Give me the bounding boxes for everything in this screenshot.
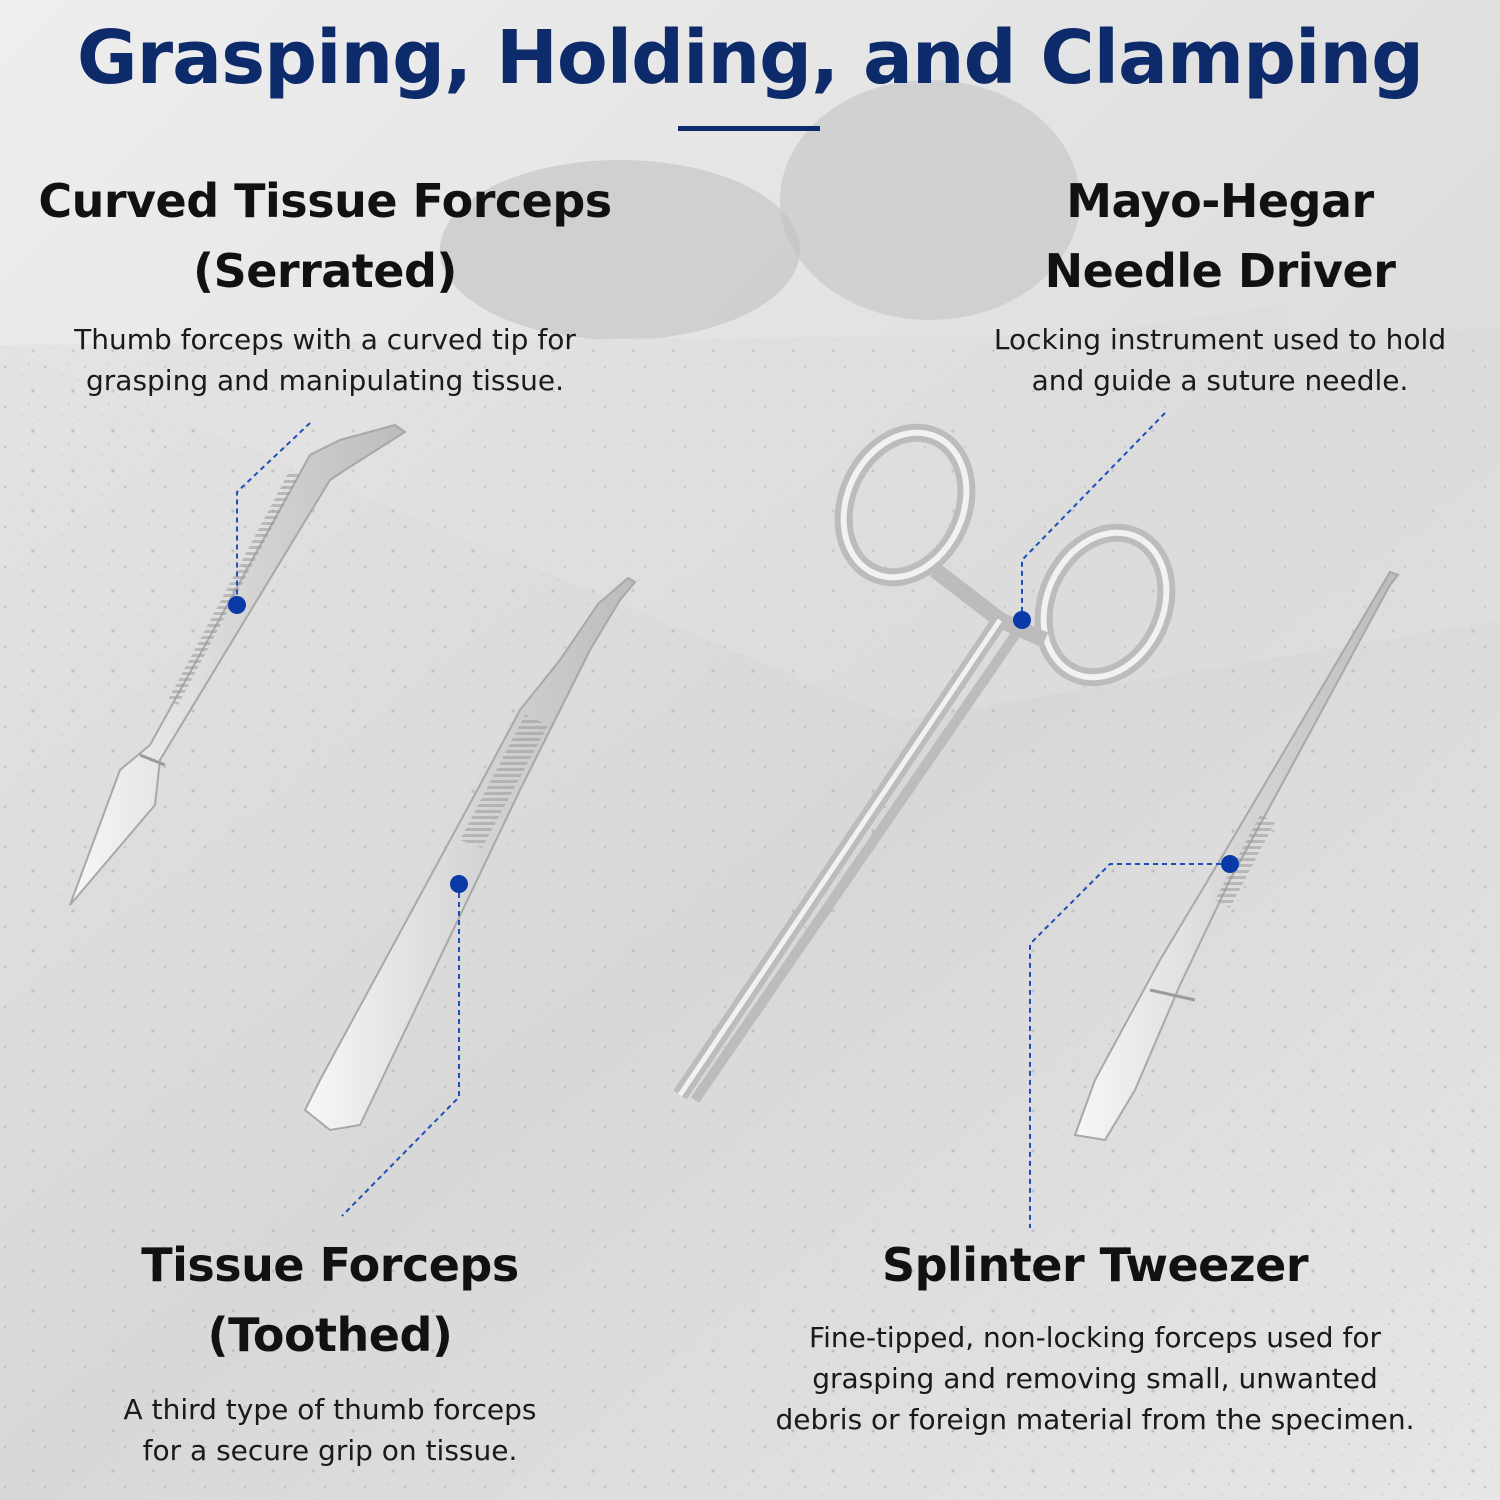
marker-dot-mayo-hegar-needle-driver <box>1013 611 1031 629</box>
callout-title: Mayo-Hegar <box>1066 174 1374 228</box>
title-underline <box>678 126 820 131</box>
callout-description-line2: grasping and manipulating tissue. <box>86 364 564 397</box>
marker-dot-splinter-tweezer <box>1221 855 1239 873</box>
mayo-hegar-needle-driver-image <box>673 423 1176 1103</box>
tissue-forceps-toothed-image <box>303 576 637 1132</box>
callout-description: Thumb forceps with a curved tip for <box>74 323 576 356</box>
callout-title: Curved Tissue Forceps <box>38 174 612 228</box>
leader-line-tissue-forceps-toothed <box>341 884 460 1217</box>
splinter-tweezer-image <box>1073 570 1400 1142</box>
callout-description-line2: and guide a suture needle. <box>1031 364 1409 397</box>
lab-person-hand <box>440 160 800 340</box>
lab-person-head <box>780 80 1080 320</box>
callout-description: Locking instrument used to hold <box>993 323 1447 356</box>
marker-dot-tissue-forceps-toothed <box>450 875 468 893</box>
callout-title: Splinter Tweezer <box>881 1238 1309 1292</box>
leader-line-mayo-hegar-needle-driver <box>1021 412 1166 620</box>
callout-title-line2: (Serrated) <box>193 244 457 298</box>
callout-description: Fine-tipped, non-locking forceps used fo… <box>809 1321 1381 1354</box>
leader-line-curved-tissue-forceps <box>236 422 311 605</box>
callout-title-line2: Needle Driver <box>1044 244 1396 298</box>
leader-line-splinter-tweezer <box>1029 863 1230 1228</box>
callout-title-line2: (Toothed) <box>207 1308 453 1362</box>
callout-description-line2: grasping and removing small, unwanted <box>812 1362 1378 1395</box>
callout-description: A third type of thumb forceps <box>123 1393 537 1426</box>
callout-description-line3: debris or foreign material from the spec… <box>775 1403 1415 1436</box>
callout-description-line2: for a secure grip on tissue. <box>142 1434 518 1467</box>
page-title: Grasping, Holding, and Clamping <box>76 15 1424 101</box>
marker-dot-curved-tissue-forceps <box>228 596 246 614</box>
callout-title: Tissue Forceps <box>141 1238 519 1292</box>
curved-tissue-forceps-image <box>69 423 407 906</box>
